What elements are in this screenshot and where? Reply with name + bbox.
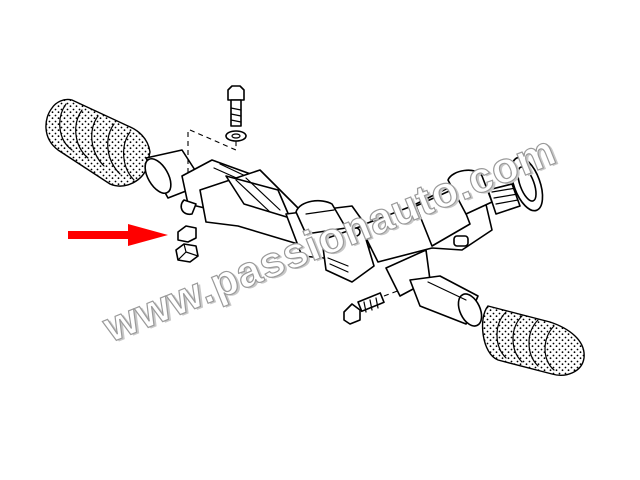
right-mounting-clamp [321, 225, 375, 283]
left-steering-boot [45, 98, 151, 187]
lower-bolt [343, 289, 401, 325]
pinion-seal-ring [510, 156, 544, 212]
nut-icon [175, 225, 199, 263]
right-tube [385, 249, 483, 327]
red-arrow-icon [68, 224, 168, 246]
right-steering-boot [481, 305, 585, 376]
pinion-housing [359, 169, 521, 263]
